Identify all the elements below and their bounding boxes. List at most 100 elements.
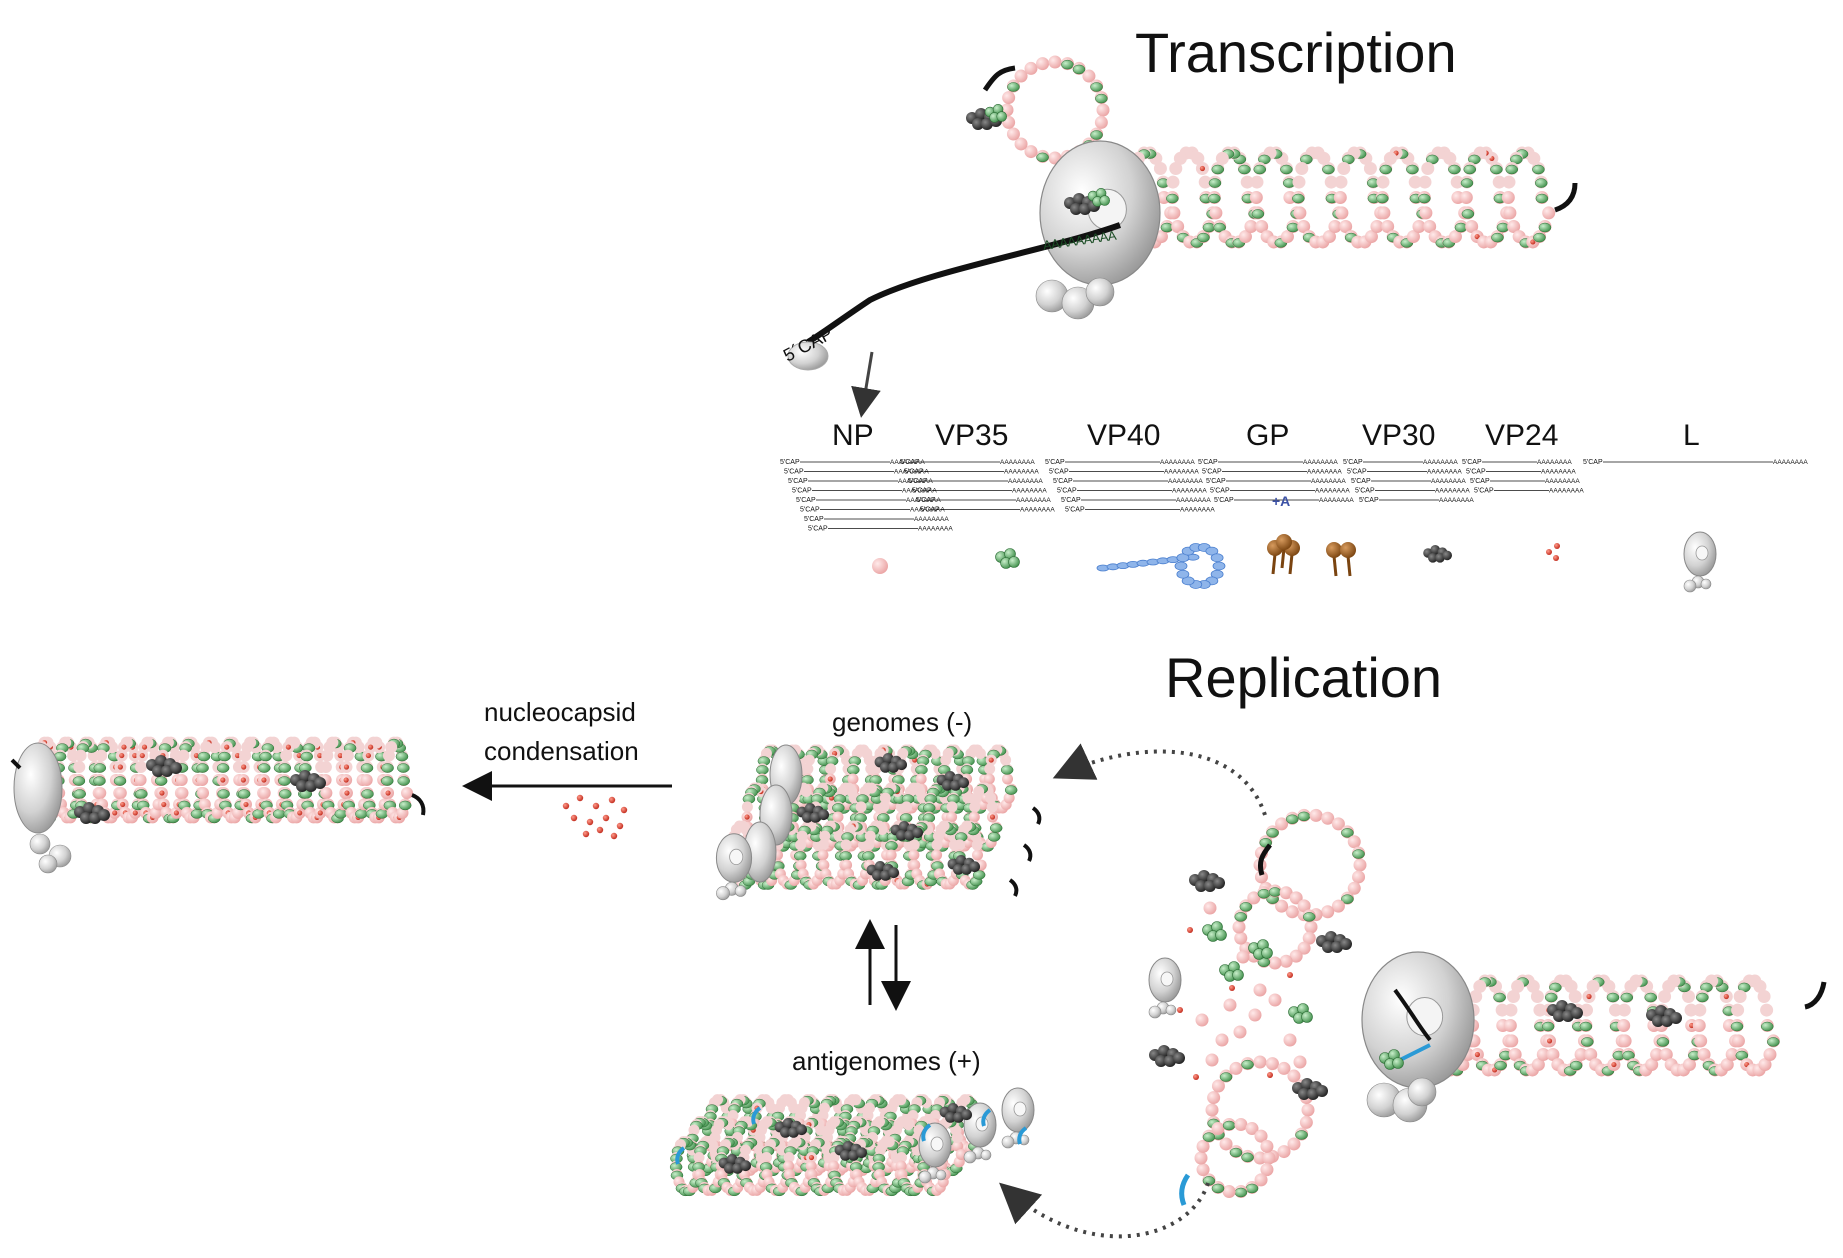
svg-text:AAAAAAAA: AAAAAAAA bbox=[1311, 478, 1346, 485]
svg-text:5'CAP: 5'CAP bbox=[1466, 469, 1486, 476]
svg-text:AAAAAAAA: AAAAAAAA bbox=[1172, 488, 1207, 495]
svg-text:AAAAAAAA: AAAAAAAA bbox=[1545, 478, 1580, 485]
svg-text:5'CAP: 5'CAP bbox=[788, 478, 808, 485]
svg-text:AAAAAAAA: AAAAAAAA bbox=[1541, 469, 1576, 476]
svg-text:AAAAAAAA: AAAAAAAA bbox=[1176, 497, 1211, 504]
svg-text:AAAAAAAA: AAAAAAAA bbox=[898, 478, 933, 485]
svg-text:5'CAP: 5'CAP bbox=[920, 507, 940, 514]
svg-text:AAAAAAAA: AAAAAAAA bbox=[1773, 459, 1808, 466]
svg-text:5'CAP: 5'CAP bbox=[1206, 478, 1226, 485]
svg-text:AAAAAAAA: AAAAAAAA bbox=[1435, 488, 1470, 495]
svg-text:5'CAP: 5'CAP bbox=[900, 459, 920, 466]
gene-label-np: NP bbox=[832, 419, 874, 452]
svg-text:5'CAP: 5'CAP bbox=[1202, 469, 1222, 476]
svg-text:5'CAP: 5'CAP bbox=[1061, 497, 1081, 504]
svg-text:5'CAP: 5'CAP bbox=[1583, 459, 1603, 466]
svg-text:5'CAP: 5'CAP bbox=[1214, 497, 1234, 504]
condensed-nucleocapsid bbox=[10, 736, 672, 874]
svg-text:5'CAP: 5'CAP bbox=[1351, 478, 1371, 485]
svg-text:5'CAP: 5'CAP bbox=[904, 469, 924, 476]
genomes-label: genomes (-) bbox=[832, 707, 973, 737]
svg-text:5'CAP: 5'CAP bbox=[912, 488, 932, 495]
svg-text:AAAAAAAA: AAAAAAAA bbox=[1168, 478, 1203, 485]
svg-text:AAAAAAAA: AAAAAAAA bbox=[1012, 488, 1047, 495]
gene-label-vp35: VP35 bbox=[935, 419, 1009, 452]
svg-text:AAAAAAAA: AAAAAAAA bbox=[1180, 507, 1215, 514]
svg-text:AAAAAAAA: AAAAAAAA bbox=[1303, 459, 1338, 466]
svg-text:AAAAAAAA: AAAAAAAA bbox=[1008, 478, 1043, 485]
svg-text:5'CAP: 5'CAP bbox=[1355, 488, 1375, 495]
svg-text:AAAAAAAA: AAAAAAAA bbox=[1315, 488, 1350, 495]
svg-text:AAAAAAAA: AAAAAAAA bbox=[906, 497, 941, 504]
svg-text:5'CAP: 5'CAP bbox=[808, 526, 828, 533]
svg-text:5'CAP: 5'CAP bbox=[1053, 478, 1073, 485]
svg-text:5'CAP: 5'CAP bbox=[1462, 459, 1482, 466]
svg-text:5'CAP: 5'CAP bbox=[804, 516, 824, 523]
svg-text:5'CAP: 5'CAP bbox=[1474, 488, 1494, 495]
mrna-stack-vp24: 5'CAP AAAAAAAA 5'CAP AAAAAAAA 5'CAP AAAAAAAA 5… bbox=[1462, 459, 1584, 495]
mrna-stack-l: 5'CAP AAAAAAAA bbox=[1583, 459, 1808, 466]
svg-text:AAAAAAAA: AAAAAAAA bbox=[890, 459, 925, 466]
svg-text:5'CAP: 5'CAP bbox=[1347, 469, 1367, 476]
product-vp40 bbox=[1096, 543, 1226, 589]
replication-complex bbox=[999, 743, 1827, 1239]
transcription-complex bbox=[787, 55, 1578, 418]
product-vp35 bbox=[995, 548, 1020, 569]
svg-text:5'CAP: 5'CAP bbox=[1065, 507, 1085, 514]
svg-text:5'CAP: 5'CAP bbox=[800, 507, 820, 514]
gene-label-vp40: VP40 bbox=[1087, 419, 1161, 452]
svg-text:5'CAP: 5'CAP bbox=[1049, 469, 1069, 476]
svg-text:AAAAAAAA: AAAAAAAA bbox=[918, 526, 953, 533]
svg-text:5'CAP: 5'CAP bbox=[1359, 497, 1379, 504]
svg-text:5'CAP: 5'CAP bbox=[792, 488, 812, 495]
protein-products bbox=[872, 531, 1717, 593]
condensation-label-line2: condensation bbox=[484, 736, 639, 766]
svg-text:5'CAP: 5'CAP bbox=[796, 497, 816, 504]
svg-text:5'CAP: 5'CAP bbox=[784, 469, 804, 476]
svg-text:AAAAAAAA: AAAAAAAA bbox=[1160, 459, 1195, 466]
svg-text:5'CAP: 5'CAP bbox=[1057, 488, 1077, 495]
svg-text:AAAAAAAA: AAAAAAAA bbox=[1439, 497, 1474, 504]
product-vp30 bbox=[1423, 545, 1452, 563]
svg-text:AAAAAAAA: AAAAAAAA bbox=[910, 507, 945, 514]
antigenomes-label: antigenomes (+) bbox=[792, 1046, 981, 1076]
svg-text:5'CAP: 5'CAP bbox=[908, 478, 928, 485]
svg-text:5'CAP: 5'CAP bbox=[916, 497, 936, 504]
replication-title: Replication bbox=[1165, 646, 1443, 709]
genome-stack bbox=[715, 744, 1042, 1011]
svg-text:5'CAP: 5'CAP bbox=[1210, 488, 1230, 495]
condensation-label-line1: nucleocapsid bbox=[484, 697, 636, 727]
svg-text:AAAAAAAA: AAAAAAAA bbox=[1307, 469, 1342, 476]
svg-text:5'CAP: 5'CAP bbox=[780, 459, 800, 466]
antigenome-stack bbox=[669, 1087, 1035, 1197]
svg-text:AAAAAAAA: AAAAAAAA bbox=[1537, 459, 1572, 466]
svg-text:AAAAAAAA: AAAAAAAA bbox=[894, 469, 929, 476]
svg-text:AAAAAAAA: AAAAAAAA bbox=[914, 516, 949, 523]
product-np bbox=[872, 558, 888, 574]
svg-text:AAAAAAAA: AAAAAAAA bbox=[1423, 459, 1458, 466]
gene-label-gp: GP bbox=[1246, 419, 1290, 452]
gene-label-l: L bbox=[1683, 419, 1700, 452]
svg-text:5'CAP: 5'CAP bbox=[1198, 459, 1218, 466]
svg-text:5'CAP: 5'CAP bbox=[1470, 478, 1490, 485]
svg-text:AAAAAAAA: AAAAAAAA bbox=[1016, 497, 1051, 504]
svg-text:5'CAP: 5'CAP bbox=[1343, 459, 1363, 466]
svg-text:AAAAAAAA: AAAAAAAA bbox=[1020, 507, 1055, 514]
svg-text:5'CAP: 5'CAP bbox=[1045, 459, 1065, 466]
svg-text:AAAAAAAA: AAAAAAAA bbox=[1000, 459, 1035, 466]
svg-text:AAAAAAAA: AAAAAAAA bbox=[1319, 497, 1354, 504]
gene-label-vp30: VP30 bbox=[1362, 419, 1436, 452]
svg-text:AAAAAAAA: AAAAAAAA bbox=[1549, 488, 1584, 495]
transcription-title: Transcription bbox=[1135, 21, 1457, 84]
svg-text:AAAAAAAA: AAAAAAAA bbox=[1004, 469, 1039, 476]
vp24-cloud bbox=[562, 794, 628, 840]
svg-text:AAAAAAAA: AAAAAAAA bbox=[1431, 478, 1466, 485]
gene-label-vp24: VP24 bbox=[1485, 419, 1559, 452]
product-gp bbox=[1267, 534, 1356, 577]
